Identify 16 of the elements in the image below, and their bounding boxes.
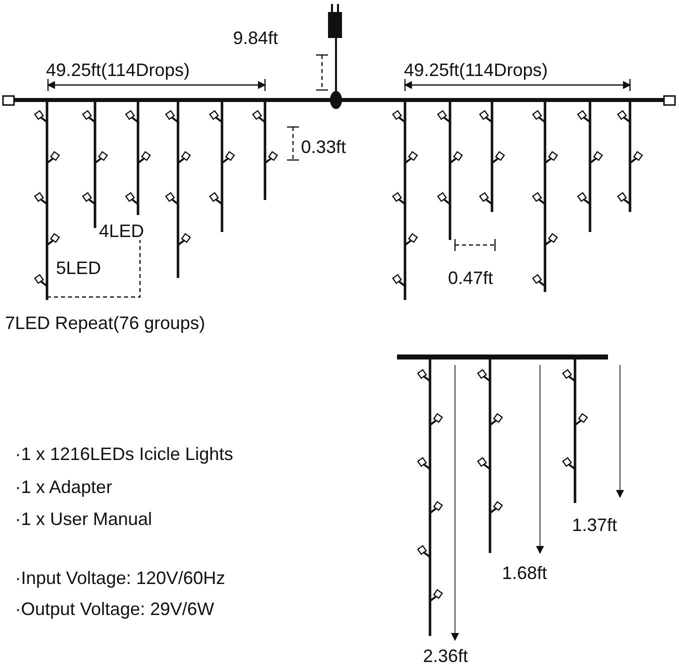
dimension-label: 9.84ft bbox=[233, 29, 278, 47]
dimension-label: 2.36ft bbox=[423, 647, 468, 664]
package-item: ·1 x 1216LEDs Icicle Lights bbox=[15, 445, 234, 463]
dimension-label: 0.47ft bbox=[448, 269, 494, 287]
dimension-label: 1.37ft bbox=[572, 516, 618, 534]
dimension-label: 49.25ft(114Drops) bbox=[404, 61, 548, 79]
dimension-label: 49.25ft(114Drops) bbox=[46, 61, 190, 79]
led-count-label: 4LED bbox=[99, 222, 144, 240]
package-item: ·1 x Adapter bbox=[15, 478, 112, 496]
dimension-label: 0.33ft bbox=[301, 138, 346, 156]
package-item: ·1 x User Manual bbox=[15, 510, 152, 528]
spec-text: ·Output Voltage: 29V/6W bbox=[15, 600, 214, 618]
pattern-note: 7LED Repeat(76 groups) bbox=[5, 314, 206, 332]
spec-text: ·Input Voltage: 120V/60Hz bbox=[15, 569, 226, 587]
led-count-label: 5LED bbox=[56, 259, 102, 277]
dimension-label: 1.68ft bbox=[502, 564, 548, 582]
